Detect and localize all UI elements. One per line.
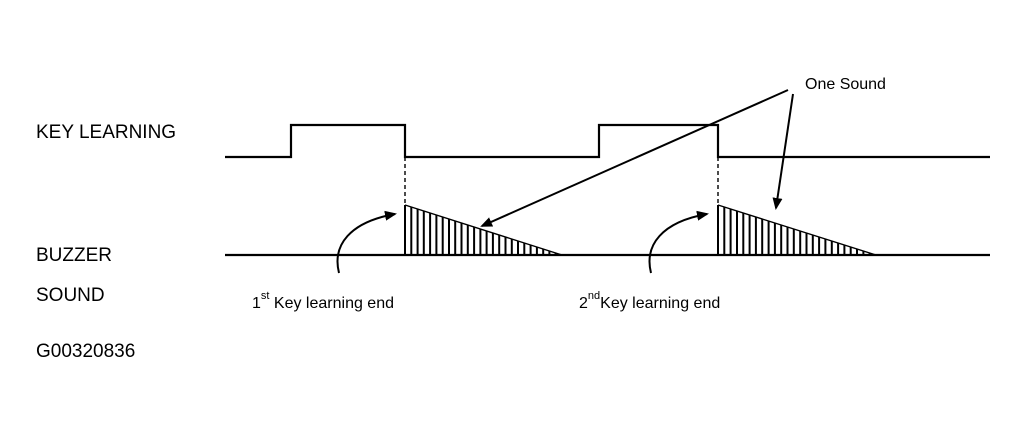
second-key-learning-end-label: 2ndKey learning end — [579, 290, 720, 312]
figure-code: G00320836 — [36, 341, 135, 362]
first-end-curved-arrow — [336, 210, 397, 274]
second-end-curved-arrow — [648, 210, 709, 274]
first-buzzer-sound-burst — [404, 204, 563, 256]
one-sound-arrow-second — [772, 93, 794, 210]
key-learning-label: KEY LEARNING — [36, 122, 176, 143]
buzzer-decay-edge — [717, 204, 877, 256]
one-sound-arrow-first — [480, 89, 789, 227]
key-learning-signal — [225, 123, 990, 159]
buzzer-decay-edge — [404, 204, 563, 256]
one-sound-label: One Sound — [805, 76, 886, 93]
sound-label: SOUND — [36, 285, 105, 306]
first-key-learning-end-label: 1st Key learning end — [252, 290, 394, 312]
second-buzzer-sound-burst — [717, 204, 877, 256]
buzzer-label: BUZZER — [36, 245, 112, 266]
